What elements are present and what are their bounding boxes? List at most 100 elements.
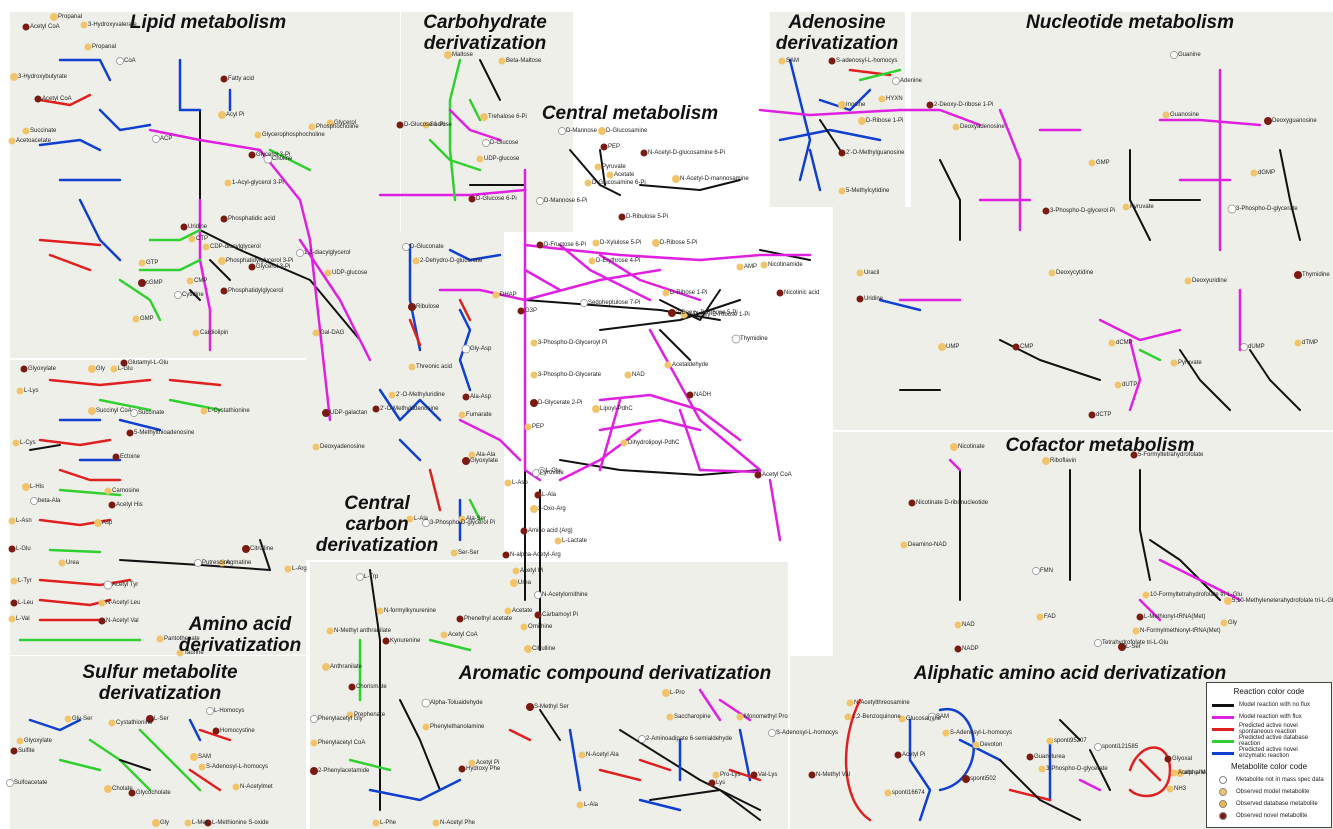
metabolite-node [372,819,380,827]
metabolite-node [1264,117,1272,125]
metabolite-node [1142,591,1150,599]
metabolite-node [594,163,602,171]
metabolite-node [218,559,226,567]
metabolite-label: CTP [196,236,208,242]
legend-reaction-label: Model reaction with no flux [1239,702,1311,708]
metabolite-node [492,291,500,299]
metabolite-label: Acetate [614,172,635,178]
metabolite-label: 3-Phospho-D-Glycerate [538,372,602,378]
metabolite-label: Ser-Ser [458,550,479,556]
metabolite-node [480,113,488,121]
metabolite-label: 3-Phospho-D-glycerate [1236,206,1298,212]
metabolite-node [8,137,16,145]
metabolite-node [440,631,448,639]
metabolite-node [588,257,596,265]
metabolite-label: Lys [716,780,726,786]
metabolite-label: CMP [1020,344,1034,350]
metabolite-label: 5-Methylcytidine [846,188,890,194]
metabolite-node [662,289,670,297]
metabolite-node [686,391,694,399]
metabolite-label: D-Ribose 1-Pi [670,290,708,296]
metabolite-node [498,57,506,65]
metabolite-label: L-Ala [584,802,599,808]
metabolite-label: Glycocholate [136,790,171,796]
metabolite-label: Phenethyl acetate [464,616,513,622]
legend-reaction-row: Predicted active novel spontaneous react… [1212,723,1326,735]
metabolite-node [1038,765,1046,773]
metabolite-node [296,249,304,257]
metabolite-label: Amino acid (Arg) [528,528,573,534]
metabolite-node [458,765,466,773]
metabolite-label: Uridine [188,224,208,230]
metabolite-label: Thymidine [1302,272,1330,278]
metabolite-label: 2'-O-Methyladenosine [380,406,439,412]
aliphatic-red-loop [1128,746,1172,798]
metabolite-node [408,363,416,371]
metabolite-node [534,611,542,619]
metabolite-label: dUMP [1248,344,1265,350]
lipid-edges [38,58,372,422]
metabolite-label: L-Met [192,820,208,826]
metabolite-node [524,645,532,653]
metabolite-label: Gly-Ser [72,716,93,722]
metabolite-node [838,149,846,157]
metabolite-node [1042,207,1050,215]
metabolite-label: N-Acetyl-D-mannosamine [680,176,749,182]
metabolite-label: Nicotinate [958,444,985,450]
metabolite-label: Uracil [864,270,880,276]
metabolite-label: D-Glucosamine 6-Pi [592,180,646,186]
metabolite-node [520,527,528,535]
metabolite-node [138,259,146,267]
metabolite-node [950,443,958,451]
metabolite-node [778,57,786,65]
metabolite-label: L-Phe [380,820,397,826]
metabolite-node [838,187,846,195]
metabolite-node [98,599,106,607]
metabolite-label: Acetate [512,608,533,614]
metabolite-node [103,580,113,590]
metabolite-node [310,739,318,747]
panel-nucleotide [911,12,1333,430]
metabolite-label: DHAP [500,292,517,298]
metabolite-node [22,127,30,135]
metabolite-label: Glycerophosphocholine [262,132,325,138]
metabolite-node [242,545,250,553]
metabolite-label: L-Ala [542,492,557,498]
metabolite-node [408,303,416,311]
metabolite-node [844,713,852,721]
metabolite-node [1118,643,1126,651]
metabolite-node [8,545,16,553]
metabolite-label: N-Acetyl Phe [440,820,476,826]
metabolite-label: S-adenosyl-L-homocys [836,58,898,64]
metabolite-label: Fumarate [466,412,492,418]
metabolite-label: 10-Formyltetrahydrofolate tri-L-Glu [1150,592,1243,598]
metabolite-node [396,121,404,129]
metabolite-label: L-Lactate [562,538,588,544]
metabolite-label: sponti95207 [1054,738,1087,744]
metabolite-node [218,257,226,265]
metabolite-label: N-Acetylthreosamine [854,700,910,706]
aliphatic-edges [844,698,1162,822]
metabolite-label: D-Glucose 1-Pi [404,122,445,128]
panel-title-aliphatic: Aliphatic amino acid derivatization [913,663,1227,684]
metabolite-node [248,263,256,271]
metabolite-node [1094,639,1102,647]
metabolite-label: 2-Deoxy-D-Ribose 5-Pi [676,310,738,316]
legend-reaction-label: Predicted active database reaction [1239,735,1309,747]
metabolite-node [50,13,58,21]
metabolite-node [504,607,512,615]
metabolite-node [504,479,512,487]
metabolite-label: Cardiolipin [200,330,229,336]
metabolite-node [412,257,420,265]
metabolite-label: Dihydrolipoyl-PdhC [628,440,680,446]
metabolite-node [152,819,160,827]
metabolite-node [900,541,908,549]
metabolite-node [98,617,106,625]
metabolite-node [1220,619,1228,627]
metabolite-node [1136,613,1144,621]
metabolite-label: G3P [525,308,538,314]
metabolite-label: D-Ribulose 5-Pi [626,214,669,220]
metabolite-label: CDP-diacylglycerol [210,244,261,250]
metabolite-label: N-Formylmethionyl-tRNA(Met) [1140,628,1221,634]
metabolite-label: Anthranilate [330,664,363,670]
